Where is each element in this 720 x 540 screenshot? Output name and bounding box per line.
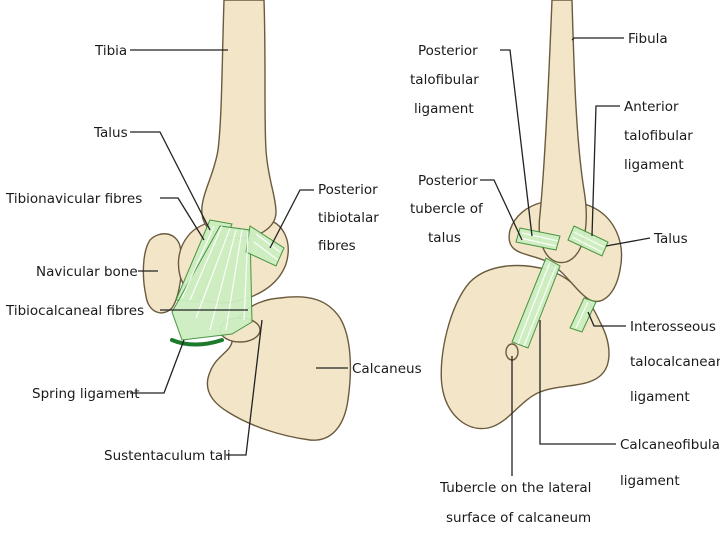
lateral-fibre-lines bbox=[517, 231, 605, 347]
label-posterior-tibiotalar-2: tibiotalar bbox=[318, 210, 379, 226]
label-tibia: Tibia bbox=[94, 43, 127, 59]
label-posterior-tubercle-2: tubercle of bbox=[410, 201, 484, 217]
label-interosseous-1: Interosseous bbox=[630, 319, 716, 335]
calcaneofibular-ligament bbox=[511, 257, 561, 349]
label-posterior-tibiotalar-3: fibres bbox=[318, 238, 356, 254]
label-posterior-tibiotalar-1: Posterior bbox=[318, 182, 378, 198]
label-tubercle-lateral-2: surface of calcaneum bbox=[446, 510, 591, 526]
label-anterior-talofibular-3: ligament bbox=[624, 157, 684, 173]
label-calcaneofibular-1: Calcaneofibular bbox=[620, 437, 720, 453]
label-talus-lateral: Talus bbox=[653, 231, 688, 247]
label-spring-ligament: Spring ligament bbox=[32, 386, 140, 402]
label-posterior-tubercle-3: talus bbox=[428, 230, 461, 246]
label-calcaneus: Calcaneus bbox=[352, 361, 422, 377]
label-interosseous-3: ligament bbox=[630, 389, 690, 405]
label-tibionavicular-fibres: Tibionavicular fibres bbox=[5, 191, 142, 207]
label-anterior-talofibular-2: talofibular bbox=[624, 128, 693, 144]
label-calcaneofibular-2: ligament bbox=[620, 473, 680, 489]
navicular-bone bbox=[142, 233, 183, 314]
label-anterior-talofibular-1: Anterior bbox=[624, 99, 679, 115]
medial-leader-lines bbox=[130, 49, 348, 456]
label-talus-medial: Talus bbox=[93, 125, 128, 141]
spring-ligament bbox=[170, 338, 224, 347]
label-posterior-talofibular-2: talofibular bbox=[410, 72, 479, 88]
label-tibiocalcaneal-fibres: Tibiocalcaneal fibres bbox=[5, 303, 144, 319]
label-posterior-tubercle-1: Posterior bbox=[418, 173, 478, 189]
label-posterior-talofibular-3: ligament bbox=[414, 101, 474, 117]
label-tubercle-lateral-1: Tubercle on the lateral bbox=[439, 480, 591, 496]
label-fibula: Fibula bbox=[628, 31, 668, 47]
label-sustentaculum-tali: Sustentaculum tali bbox=[104, 448, 231, 464]
lateral-view: Posterior talofibular ligament Posterior… bbox=[410, 0, 720, 526]
medial-view: Tibia Talus Tibionavicular fibres Navicu… bbox=[5, 0, 422, 464]
label-interosseous-2: talocalcanean bbox=[630, 354, 720, 370]
label-navicular-bone: Navicular bone bbox=[36, 264, 138, 280]
lateral-leader-lines bbox=[480, 37, 651, 476]
interosseous-talocalcanean-ligament bbox=[569, 297, 597, 333]
label-posterior-talofibular-1: Posterior bbox=[418, 43, 478, 59]
fibula-bone bbox=[538, 0, 587, 264]
tibia-bone bbox=[201, 0, 277, 239]
deltoid-fibre-lines bbox=[181, 225, 281, 331]
